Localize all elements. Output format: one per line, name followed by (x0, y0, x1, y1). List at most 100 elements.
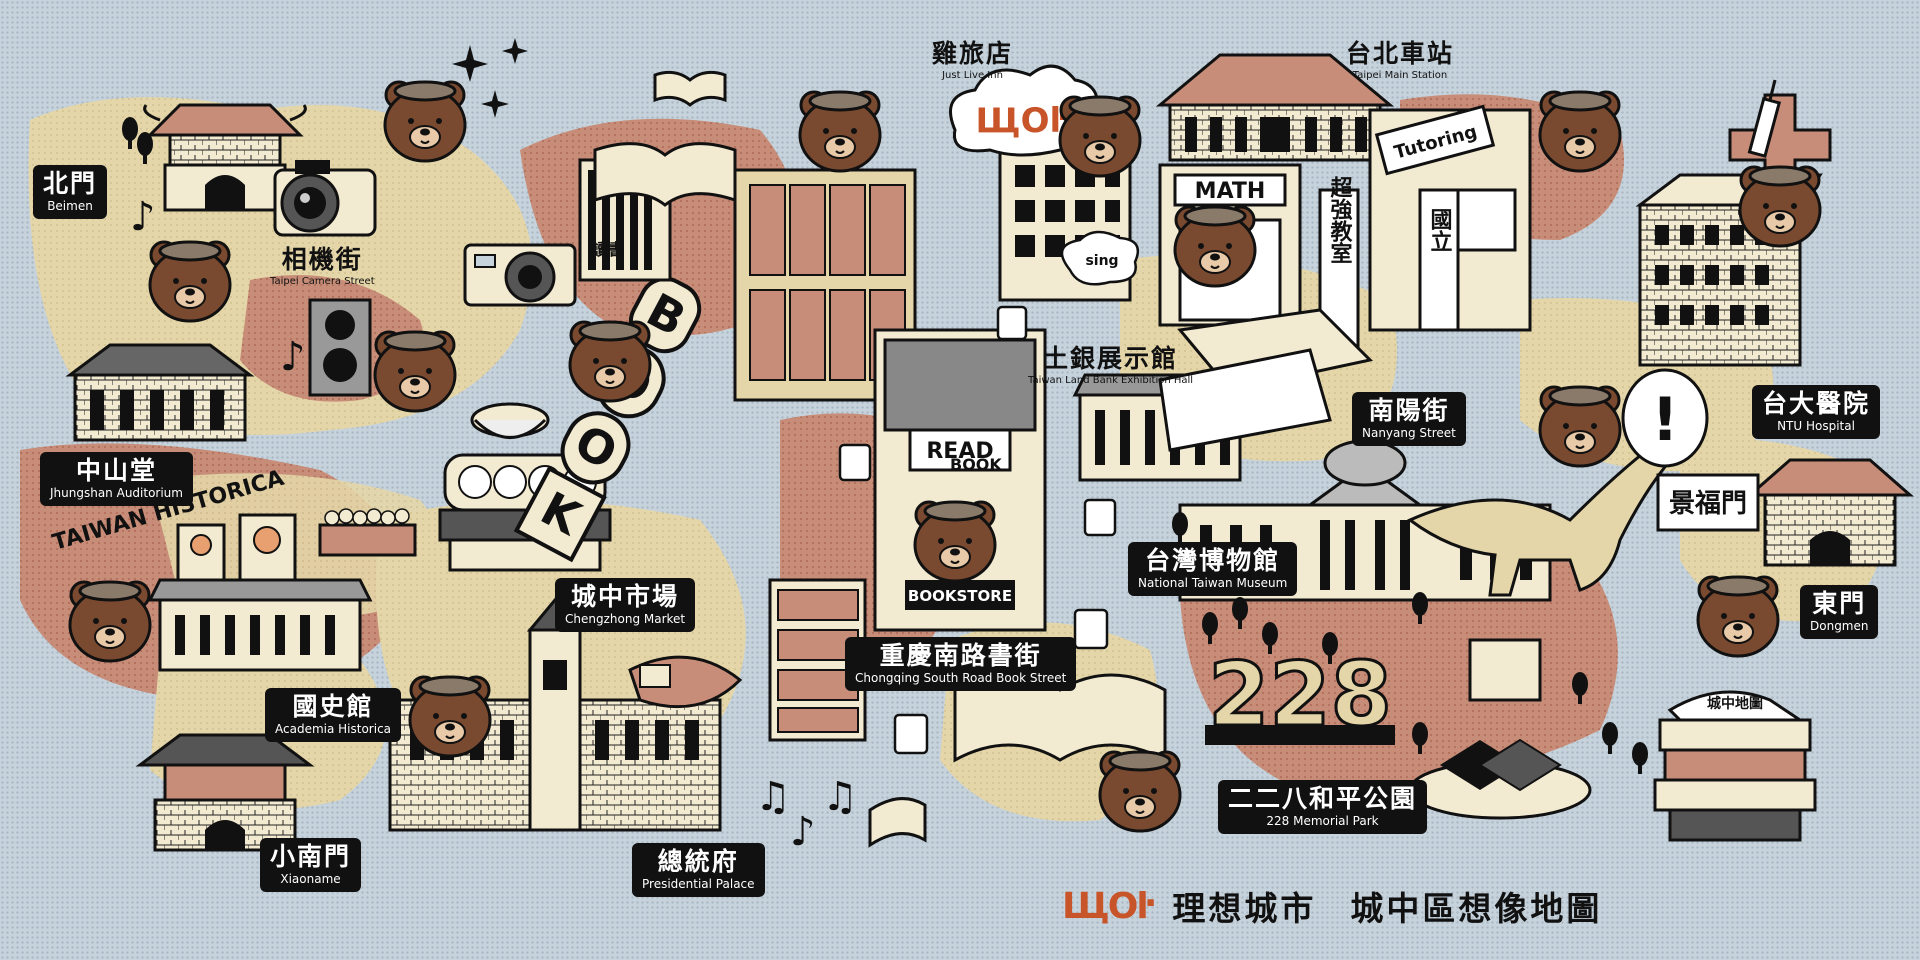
open-book-icon (593, 70, 1167, 848)
location-name-en: Academia Historica (275, 721, 392, 736)
dongmen-gate-icon (1746, 458, 1914, 567)
flag-icon (628, 655, 743, 709)
location-name-zh: 雞旅店 (932, 39, 1014, 68)
location-name-zh: 二二八和平公園 (1228, 784, 1418, 813)
bookstore-building-icon: READ BOOKSTORE (873, 328, 1047, 632)
book-letters-icon: B O O K (513, 276, 702, 563)
location-label-beimen[interactable]: 北門 Beimen (33, 165, 108, 219)
sparkle-icon (452, 38, 528, 118)
location-name-en: Jhungshan Auditorium (50, 485, 183, 500)
sing-text: sing (1085, 253, 1118, 269)
location-name-en: Chengzhong Market (565, 611, 686, 626)
math-sign: MATH (1195, 179, 1266, 204)
location-name-en: Chongqing South Road Book Street (855, 670, 1067, 685)
music-note-icon: ♫♪♫ ♪♪ (130, 194, 858, 855)
location-label-presidential[interactable]: 總統府 Presidential Palace (632, 843, 765, 897)
location-name-zh: 中山堂 (75, 456, 157, 485)
tutor-signs-icon: 超強教室 國立 (1318, 176, 1460, 352)
park-number-sign: 228 (1205, 642, 1395, 748)
location-label-camera-street[interactable]: 相機街 Taipei Camera Street (270, 246, 375, 287)
read-sign: READ (926, 439, 993, 464)
brand-logo: ЩOŀ (1062, 885, 1156, 927)
location-label-market[interactable]: 城中市場 Chengzhong Market (555, 578, 696, 632)
location-name-en: 228 Memorial Park (1266, 813, 1379, 828)
jingfu-text: 景福門 (1669, 489, 1747, 519)
film-camera-icon (463, 243, 577, 307)
svg-text:♫: ♫ (822, 774, 858, 820)
bookstore-sign: BOOKSTORE (908, 587, 1012, 605)
location-label-landbank[interactable]: 土銀展示館 Taiwan Land Bank Exhibition Hall (1028, 345, 1193, 386)
location-label-zhongshan[interactable]: 中山堂 Jhungshan Auditorium (40, 452, 193, 506)
location-name-zh: 東門 (1812, 589, 1867, 618)
location-name-zh: 土銀展示館 (1043, 344, 1179, 373)
location-name-en: Xiaoname (280, 871, 341, 886)
chalkboard-icon (1158, 308, 1374, 452)
location-label-chongqing[interactable]: 重慶南路書街 Chongqing South Road Book Street (845, 637, 1077, 691)
map-book-title: 城中地圖 (1707, 695, 1763, 712)
book-sign: BOOK (950, 455, 1002, 474)
historica-building-icon (147, 578, 373, 672)
location-name-en: Taiwan Land Bank Exhibition Hall (1028, 374, 1194, 386)
svg-text:♪: ♪ (280, 334, 306, 380)
exclamation-mark: ! (1651, 385, 1678, 455)
svg-text:♫: ♫ (755, 774, 791, 820)
map-title: ЩOŀ 理想城市 城中區想像地圖 (1062, 882, 1602, 930)
exclamation-bubble: ! (1621, 368, 1709, 468)
svg-text:♪: ♪ (790, 809, 816, 855)
location-name-zh: 重慶南路書街 (879, 641, 1042, 670)
location-label-nanyang[interactable]: 南陽街 Nanyang Street (1352, 392, 1466, 446)
location-name-en: National Taiwan Museum (1138, 575, 1288, 590)
tutor-sign-one: 超強教室 (1327, 176, 1353, 264)
location-label-park[interactable]: 二二八和平公園 228 Memorial Park (1218, 780, 1428, 834)
location-label-dongmen[interactable]: 東門 Dongmen (1800, 585, 1879, 639)
location-label-ntuh[interactable]: 台大醫院 NTU Hospital (1752, 385, 1881, 439)
location-name-zh: 南陽街 (1368, 396, 1450, 425)
location-label-museum[interactable]: 台灣博物館 National Taiwan Museum (1128, 542, 1298, 596)
location-name-en: Beimen (47, 198, 93, 213)
map-book-stack-icon: 城中地圖 (1653, 690, 1817, 842)
map-title-main: 理想城市 (1172, 889, 1317, 928)
tutor-sign-two: 國立 (1427, 208, 1453, 252)
location-name-en: NTU Hospital (1777, 418, 1855, 433)
xiaonanmen-gate-icon (135, 733, 315, 852)
location-name-en: Taipei Main Station (1352, 69, 1448, 81)
location-label-xiaonanmen[interactable]: 小南門 Xiaoname (260, 838, 362, 892)
park-monument-icon (1408, 638, 1592, 820)
location-name-zh: 台大醫院 (1762, 389, 1871, 418)
location-name-zh: 台灣博物館 (1145, 546, 1281, 575)
station-building-icon (1155, 53, 1395, 162)
twin-lens-camera-icon (308, 298, 372, 397)
location-label-inn[interactable]: 雞旅店 Just Live Inn (932, 40, 1013, 81)
zhongshan-hall-icon (65, 343, 255, 442)
bookshelf-icon (578, 158, 917, 402)
location-name-zh: 相機街 (281, 245, 363, 274)
syringe-icon (1747, 79, 1782, 158)
inn-logo: ЩOŀ (976, 101, 1069, 141)
camera-icon (273, 160, 377, 237)
portrait-frames-icon (176, 513, 297, 582)
fruit-stall-icon (318, 508, 417, 557)
location-label-station[interactable]: 台北車站 Taipei Main Station (1346, 40, 1454, 81)
location-name-en: Just Live Inn (942, 69, 1003, 81)
location-name-zh: 小南門 (270, 842, 352, 871)
location-label-historica[interactable]: 國史館 Academia Historica (265, 688, 402, 742)
location-name-zh: 城中市場 (571, 582, 680, 611)
sing-bubble: sing (1060, 230, 1140, 286)
location-name-en: Nanyang Street (1362, 425, 1456, 440)
location-name-zh: 台北車站 (1346, 39, 1455, 68)
map-title-sub: 城中區想像地圖 (1350, 889, 1603, 928)
svg-text:♪: ♪ (130, 194, 156, 240)
coffee-cup-icon (838, 305, 1117, 755)
location-name-en: Dongmen (1810, 618, 1869, 633)
location-name-en: Taipei Camera Street (270, 275, 375, 287)
location-name-zh: 國史館 (292, 692, 374, 721)
park-number: 228 (1208, 643, 1392, 746)
location-name-zh: 總統府 (657, 847, 739, 876)
beimen-gate-icon (143, 103, 307, 212)
location-name-en: Presidential Palace (642, 876, 755, 891)
menu-book-sign: 讀書 (592, 240, 624, 259)
location-name-zh: 北門 (43, 169, 98, 198)
jingfu-sign: 景福門 (1656, 473, 1760, 532)
